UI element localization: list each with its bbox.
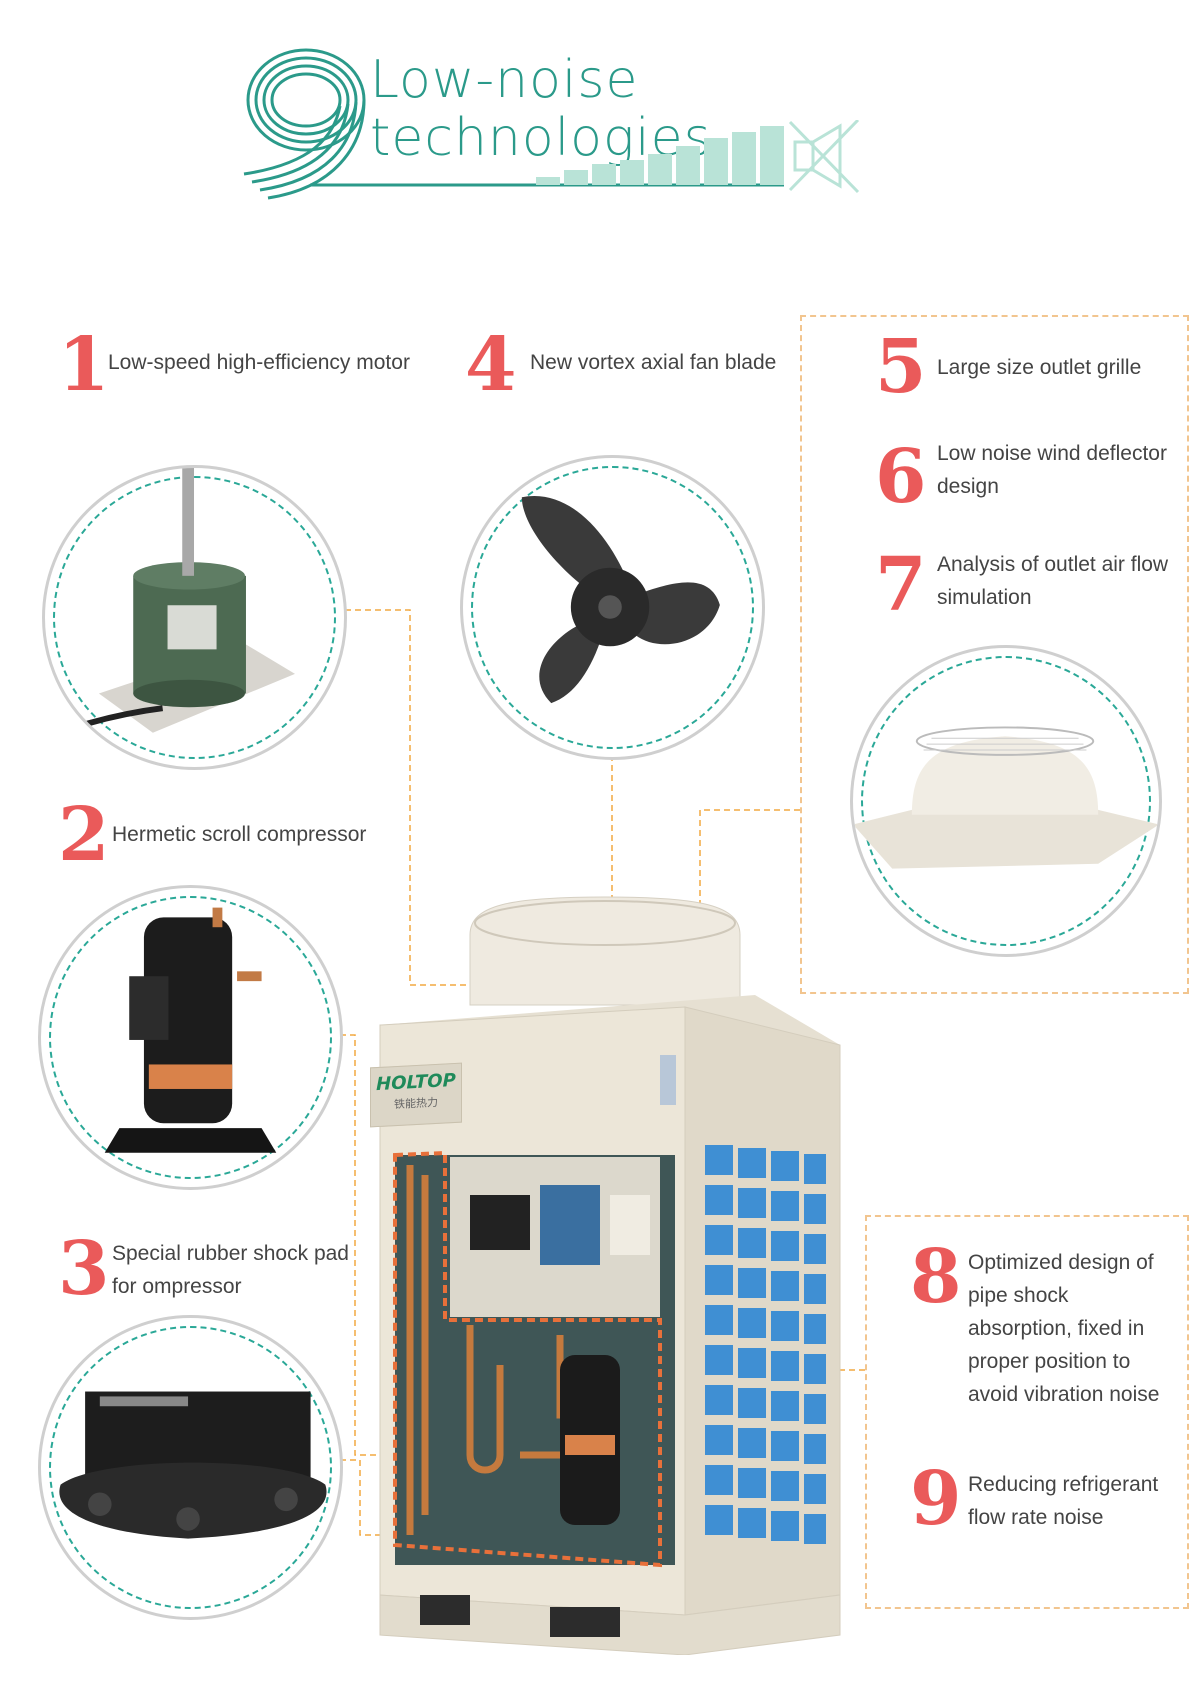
title-line-1: Low-noise — [370, 50, 639, 110]
feature-label-4: New vortex axial fan blade — [530, 351, 777, 374]
shock-pad-illustration — [59, 1391, 327, 1539]
outdoor-unit-illustration — [379, 896, 841, 1656]
features-8-9-box — [865, 1215, 1189, 1609]
noise-level-bars — [310, 120, 860, 194]
outlet-grille-illustration — [853, 726, 1159, 869]
features-5-7-box — [800, 315, 1189, 994]
feature-number-3: 3 — [58, 1226, 110, 1312]
feature-label-3: Special rubber shock pad for ompressor — [112, 1242, 349, 1298]
compressor-illustration — [104, 907, 277, 1153]
feature-label-7: Analysis of outlet air flow simulation — [937, 553, 1169, 609]
brand-name: HOLTOP — [376, 1069, 456, 1096]
feature-label-2: Hermetic scroll compressor — [112, 823, 367, 846]
feature-number-1: 1 — [58, 322, 110, 408]
feature-label-1: Low-speed high-efficiency motor — [108, 351, 410, 374]
motor-illustration — [45, 468, 295, 741]
feature-number-8: 8 — [910, 1234, 962, 1320]
feature-label-5: Large size outlet grille — [937, 356, 1142, 379]
fan-blade-photo-circle — [460, 455, 765, 760]
brand-logo: HOLTOP 铁能热力 — [370, 1062, 462, 1128]
outlet-grille-photo-circle — [850, 645, 1162, 957]
feature-number-9: 9 — [910, 1456, 962, 1542]
feature-label-9: Reducing refrigerant flow rate noise — [968, 1473, 1159, 1529]
brand-subtitle: 铁能热力 — [394, 1096, 438, 1112]
feature-number-7: 7 — [875, 542, 927, 628]
outdoor-unit: HOLTOP 铁能热力 — [360, 895, 860, 1656]
shock-pad-photo-circle — [38, 1315, 343, 1620]
motor-photo-circle — [42, 465, 347, 770]
fan-blade-illustration — [521, 495, 720, 704]
feature-number-4: 4 — [465, 322, 517, 408]
big-number-nine-graphic — [243, 48, 366, 200]
feature-label-6: Low noise wind deflector design — [937, 442, 1167, 498]
feature-label-8: Optimized design of pipe shock absorptio… — [968, 1251, 1160, 1406]
feature-number-5: 5 — [875, 324, 927, 410]
feature-number-2: 2 — [58, 792, 110, 878]
feature-number-6: 6 — [875, 434, 927, 520]
compressor-photo-circle — [38, 885, 343, 1190]
speaker-muted-icon — [788, 120, 860, 194]
